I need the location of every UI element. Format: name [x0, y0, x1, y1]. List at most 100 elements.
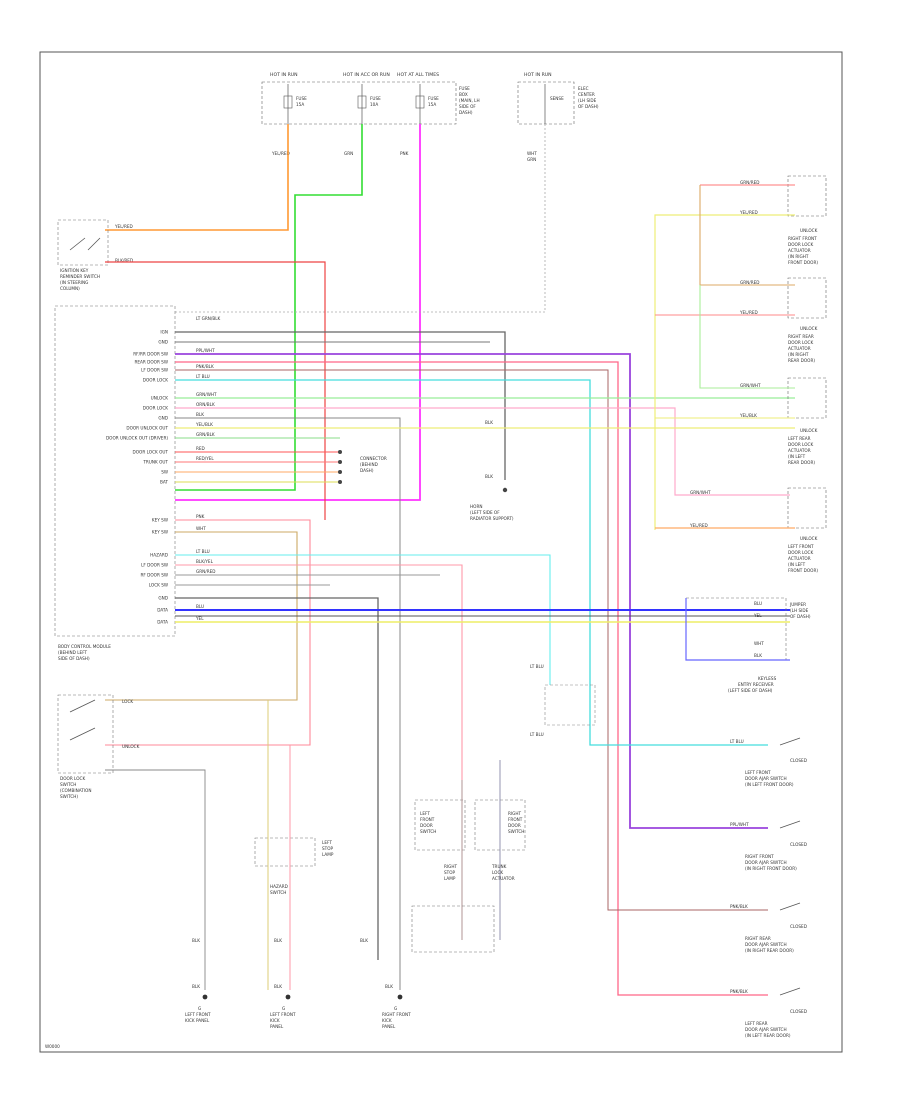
svg-text:GRN/BLK: GRN/BLK [196, 432, 215, 437]
grounds: BLK BLK G LEFT FRONT KICK PANEL BLK BLK … [185, 938, 411, 1029]
door-switches: LEFT FRONT DOOR SWITCH RIGHT FRONT DOOR … [411, 760, 526, 953]
svg-text:DOOR AJAR SWITCH: DOOR AJAR SWITCH [745, 942, 787, 947]
svg-text:ACTUATOR: ACTUATOR [788, 346, 811, 351]
feed-wires [105, 124, 546, 501]
wire-rr-lock [699, 185, 795, 286]
svg-text:LT BLU: LT BLU [730, 739, 744, 744]
wire-lr-lock [699, 285, 795, 389]
svg-text:BODY CONTROL MODULE: BODY CONTROL MODULE [58, 644, 111, 649]
svg-text:BLK: BLK [485, 474, 493, 479]
svg-text:REAR DOOR): REAR DOOR) [788, 358, 815, 363]
svg-text:GRN/RED: GRN/RED [740, 180, 759, 185]
svg-text:(IN STEERING: (IN STEERING [60, 280, 88, 285]
bcm-pin-label: REAR DOOR SW [134, 360, 168, 365]
bcm-pin-label: SW [161, 470, 168, 475]
wire-green-feed [175, 124, 363, 491]
svg-text:YEL/BLK: YEL/BLK [195, 422, 213, 427]
svg-text:KICK: KICK [382, 1018, 392, 1023]
svg-text:LEFT: LEFT [420, 811, 430, 816]
svg-text:LT GRN/BLK: LT GRN/BLK [196, 316, 221, 321]
svg-text:DOOR LOCK: DOOR LOCK [788, 340, 813, 345]
bcm-pin-label: DATA [157, 620, 168, 625]
svg-text:YEL: YEL [753, 613, 762, 618]
bcm-pin-label: BAT [160, 480, 168, 485]
svg-text:SWITCH: SWITCH [420, 829, 436, 834]
svg-text:(BEHIND LEFT: (BEHIND LEFT [58, 650, 88, 655]
svg-text:SWITCH): SWITCH) [60, 794, 78, 799]
wire-pink-light [175, 407, 790, 496]
svg-text:SWITCH: SWITCH [60, 782, 76, 787]
wire-pink-3 [105, 519, 311, 746]
svg-text:(IN LEFT FRONT DOOR): (IN LEFT FRONT DOOR) [745, 782, 794, 787]
rr-lock-actuator [787, 277, 827, 319]
ground-3: BLK BLK G RIGHT FRONT KICK PANEL [360, 938, 411, 1029]
bcm-wire-labels: LT GRN/BLK PPL/WHT PNK/BLK LT BLU GRN/WH… [195, 316, 221, 621]
svg-text:FRONT DOOR): FRONT DOOR) [788, 568, 818, 573]
bcm-pin-label: KEY SW [152, 518, 168, 523]
bcm-pin-label: RF DOOR SW [140, 573, 168, 578]
svg-text:PNK/BLK: PNK/BLK [730, 989, 748, 994]
bcm-pin-label: RF/RR DOOR SW [133, 352, 168, 357]
svg-text:YEL/BLK: YEL/BLK [739, 413, 757, 418]
svg-text:RIGHT FRONT: RIGHT FRONT [788, 236, 817, 241]
svg-text:DASH): DASH) [360, 468, 374, 473]
svg-text:BOX: BOX [459, 92, 468, 97]
wire-orange-feed [105, 124, 289, 231]
svg-text:(MAIN, LH: (MAIN, LH [459, 98, 480, 103]
svg-text:REMINDER SWITCH: REMINDER SWITCH [60, 274, 100, 279]
svg-text:LT BLU: LT BLU [530, 732, 544, 737]
bcm-pin-label: DOOR UNLOCK OUT (DRIVER) [106, 436, 168, 441]
svg-text:BLU: BLU [196, 604, 204, 609]
svg-text:PANEL: PANEL [270, 1024, 284, 1029]
keyless-entry-receiver: BLU YEL WHT BLK JUMPER (LH SIDE OF DASH)… [685, 597, 811, 693]
svg-text:LEFT REAR: LEFT REAR [745, 1021, 768, 1026]
svg-text:PNK: PNK [400, 151, 409, 156]
wire-purple [175, 353, 768, 829]
svg-text:UNLOCK: UNLOCK [800, 536, 818, 541]
svg-text:G: G [394, 1006, 397, 1011]
bcm-pin-label: DOOR LOCK [143, 406, 168, 411]
svg-text:RIGHT: RIGHT [444, 864, 458, 869]
wire-pink-feed [175, 124, 421, 501]
svg-text:WHT: WHT [527, 151, 537, 156]
fuse-1-num: 15A [296, 102, 304, 107]
wire-dls-gnd [105, 769, 206, 990]
svg-text:LEFT: LEFT [322, 840, 332, 845]
svg-text:SIDE OF DASH): SIDE OF DASH) [58, 656, 90, 661]
fuse-3: FUSE 15A [415, 84, 439, 124]
svg-text:GRN/RED: GRN/RED [196, 569, 215, 574]
svg-text:ACTUATOR: ACTUATOR [788, 448, 811, 453]
door-lock-switch: LOCK UNLOCK DOOR LOCK SWITCH (COMBINATIO… [57, 694, 206, 990]
svg-text:BLK: BLK [385, 984, 393, 989]
svg-text:UNLOCK: UNLOCK [800, 326, 818, 331]
svg-text:RIGHT FRONT: RIGHT FRONT [745, 854, 774, 859]
fuse-wire-labels: YEL/RED GRN PNK WHT GRN [271, 151, 537, 162]
svg-text:JUMPER: JUMPER [789, 602, 806, 607]
svg-text:FRONT: FRONT [420, 817, 435, 822]
fuse-1-name: FUSE [296, 96, 307, 101]
svg-text:BLK: BLK [192, 938, 200, 943]
svg-text:OF DASH): OF DASH) [790, 614, 811, 619]
fuse-2: FUSE 10A [357, 84, 381, 124]
svg-text:FRONT: FRONT [508, 817, 523, 822]
keyless-center: HOT IN RUN SENSE ELEC CENTER (LH SIDE OF… [517, 72, 599, 125]
wire-dark-gray-1 [175, 331, 506, 480]
svg-text:ENTRY RECEIVER: ENTRY RECEIVER [738, 682, 774, 687]
svg-text:SIDE OF: SIDE OF [459, 104, 476, 109]
wire-receiver-blue [685, 598, 790, 661]
svg-text:WHT: WHT [754, 641, 764, 646]
svg-text:CLOSED: CLOSED [790, 842, 807, 847]
svg-text:LT BLU: LT BLU [196, 549, 210, 554]
svg-text:(LEFT SIDE OF: (LEFT SIDE OF [470, 510, 500, 515]
svg-text:(BEHIND: (BEHIND [360, 462, 378, 467]
svg-text:FRONT DOOR): FRONT DOOR) [788, 260, 818, 265]
wire-gray-3 [175, 417, 401, 990]
fuse-2-num: 10A [370, 102, 378, 107]
ignition-key-switch: YEL/RED BLK/RED IGNITION KEY REMINDER SW… [57, 219, 326, 520]
svg-text:LEFT FRONT: LEFT FRONT [185, 1012, 211, 1017]
svg-text:GRN/WHT: GRN/WHT [196, 392, 217, 397]
wire-red-ignition [105, 261, 326, 520]
svg-text:ACTUATOR: ACTUATOR [788, 248, 811, 253]
svg-text:PNK/BLK: PNK/BLK [730, 904, 748, 909]
